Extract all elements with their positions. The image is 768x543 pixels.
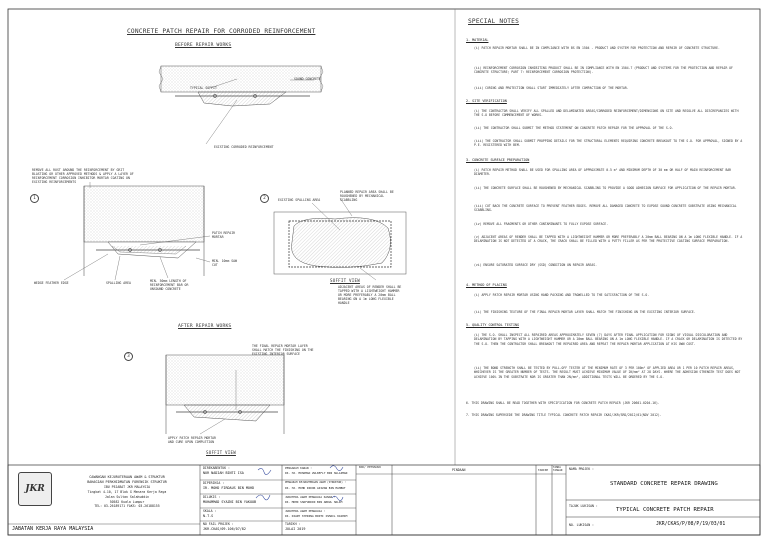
note-5-i: (i) THE S.O. SHALL INSPECT ALL REPAIRED … (474, 333, 743, 346)
note-1-i: (i) PATCH REPAIR MORTAR SHALL BE IN COMP… (474, 46, 720, 50)
org-line: BAHAGIAN PERKHIDMATAN FORENSIK STRUKTUR (87, 479, 167, 484)
jkr-logo-text: JKR (25, 484, 45, 494)
nama-projek-label: NAMA PROJEK : (569, 467, 594, 471)
soffit-view-1-title: SOFFIT VIEW (330, 278, 360, 283)
note-3-iii: (iii) CUT BACK THE CONCRETE SURFACE TO P… (474, 204, 737, 213)
dirk-label: DIREKABENTUK : (203, 466, 230, 470)
dilukis-name: MUHAMMAD SYAZNI BIN YAKOOB (203, 500, 257, 504)
diperiksa-name: IR. MOHD FIRDAUS BIN MOHD (203, 486, 255, 490)
org-line: TEL: 03-26189171 FAKS: 03-26188155 (94, 504, 160, 509)
tarikh-label: TARIKH : (285, 522, 301, 526)
note-5-ii: (ii) THE BOND STRENGTH SHALL BE TESTED B… (474, 366, 741, 379)
callout-2: 2 (260, 194, 269, 203)
label-existing-spalling: EXISTING SPALLING AREA (278, 198, 321, 202)
note-3-vi: (vi) ENSURE SATURATED SURFACE DRY (SSD) … (474, 263, 597, 267)
label-patch-repair-mortar: PATCH REPAIR MORTAR (212, 231, 236, 239)
left-title: CONCRETE PATCH REPAIR FOR CORRODED REINF… (127, 28, 316, 35)
diperiksa-label: DIPERIKSA : (203, 481, 225, 485)
notes-section-5: 5. QUALITY CONTROL TESTING (466, 323, 520, 327)
dilukis-label: DILUKIS : (203, 495, 221, 499)
notes-title: SPECIAL NOTES (468, 18, 520, 25)
note-6: 6. THIS DRAWING SHALL BE READ TOGETHER W… (466, 401, 660, 405)
tarikh2-label: TARIKH (538, 468, 549, 472)
skala-label: SKALA : (203, 509, 217, 513)
note-3-v: (v) ADJACENT AREAS OF RENDER SHALL BE TA… (474, 235, 743, 244)
jurutera-name: IR. DIANY SYERINA BINTI ISMAIL KASHIM (285, 514, 348, 518)
skala-value: N.T.S (203, 514, 214, 518)
note-3-ii: (ii) THE CONCRETE SURFACE SHALL BE ROUGH… (474, 186, 737, 190)
org-name: JABATAN KERJA RAYA MALAYSIA (12, 526, 94, 532)
label-spalling-area: SPALLING AREA (106, 281, 131, 285)
note-2-ii: (ii) THE CONTRACTOR SHALL SUBMIT THE MET… (474, 126, 674, 130)
before-title: BEFORE REPAIR WORKS (175, 43, 232, 48)
note-4-i: (i) APPLY PATCH REPAIR MORTAR USING HAND… (474, 293, 650, 297)
org-line: 50582 Kuala Lumpur (109, 499, 145, 504)
note-2-i: (i) THE CONTRACTOR SHALL VERIFY ALL SPAL… (474, 109, 739, 118)
no-lukisan-label: NO. LUKISAN : (569, 523, 594, 527)
dirk-name: NUR NADIAH BINTI ISA (203, 471, 244, 475)
label-sound-concrete: SOUND CONCRETE (294, 77, 321, 81)
pindaan-label: PINDAAN (452, 468, 466, 472)
callout-1: 1 (30, 194, 39, 203)
label-wedge-feather: WEDGE FEATHER EDGE (34, 281, 69, 285)
note-1-ii: (ii) REINFORCEMENT CORROSION INHIBITING … (474, 66, 733, 75)
after-title: AFTER REPAIR WORKS (178, 324, 232, 329)
label-final-layer: THE FINAL REPAIR MORTAR LAYER SHALL MATC… (252, 344, 314, 356)
kod-label: KOD/ PETUNJUK (359, 465, 381, 469)
jkr-logo: JKR (18, 472, 52, 506)
ketua-name: IR. MOHD SHAFUDDIN BIN ABDUL HALIM (285, 500, 343, 504)
org-line: CAWANGAN KEJURUTERAAN AWAM & STRUKTUR (89, 475, 165, 479)
label-apply-patch: APPLY PATCH REPAIR MORTAR AND CURE UPON … (168, 436, 216, 444)
note-2-iii: (iii) THE CONTRACTOR SHALL SUBMIT PROPPI… (474, 139, 743, 148)
tajuk-value: TYPICAL CONCRETE PATCH REPAIR (616, 507, 714, 513)
note-7: 7. THIS DRAWING SUPERSEDE THE DRAWING TI… (466, 413, 662, 417)
org-line: Tingkat 4-10, 17 Blok G Menara Kerja Ray… (87, 489, 167, 494)
label-remove-rust: REMOVE ALL RUST AROUND THE REINFORCEMENT… (32, 168, 134, 184)
note-1-iii: (iii) CURING AND PROTECTION SHALL START … (474, 86, 629, 90)
callout-3: 3 (124, 352, 133, 361)
nama-projek-value: STANDARD CONCRETE REPAIR DRAWING (610, 481, 718, 487)
note-4-ii: (ii) THE FINISHING TEXTURE OF THE FINAL … (474, 310, 696, 314)
notes-section-1: 1. MATERIAL (466, 38, 489, 42)
pengarah2-name: IR. HJ. MOHD RIDOR AZIZAN BIN MAHBUT (285, 486, 346, 490)
label-existing-corroded: EXISTING CORRODED REINFORCEMENT (214, 145, 274, 149)
org-line: IBU PEJABAT JKR MALAYSIA (103, 484, 151, 489)
tajuk-label: TAJUK LUKISAN : (569, 504, 598, 508)
label-min-50mm: MIN. 50mm LENGTH OF REINFORCEMENT BAR OR… (150, 279, 189, 291)
ketua-label: JURUTERA AWAM PENGUASA KANAN : (285, 495, 336, 499)
notes-section-2: 2. SITE VERIFICATION (466, 99, 507, 103)
label-adjacent-areas: ADJACENT AREAS OF RENDER SHALL BE TAPPED… (338, 285, 402, 305)
jurutera-label: JURUTERA AWAM PENGUASA : (285, 509, 326, 513)
org-line: Jalan Sultan Salahuddin (104, 494, 150, 499)
label-planned-repair: PLANNED REPAIR AREA SHALL BE ROUGHENED B… (340, 190, 394, 202)
no-fail-value: JKR.CKAS/09.106/07/82 (203, 527, 246, 531)
tanda-label: TANDA TANGAN (553, 466, 563, 472)
label-typical-soffit: TYPICAL SOFFIT (190, 86, 217, 90)
soffit-view-2-title: SOFFIT VIEW (206, 450, 236, 455)
note-3-iv: (iv) REMOVE ALL FRAGMENTS OR OTHER CONTA… (474, 222, 609, 226)
label-min-10mm: MIN. 10mm SAW CUT (212, 259, 237, 267)
note-3-i: (i) PATCH REPAIR METHOD SHALL BE USED FO… (474, 168, 732, 177)
pengarah2-label: PENGARAH KEJURUTERAAN AWAM (STRUKTUR) : (285, 481, 346, 484)
no-fail-label: NO FAIL PROJEK : (203, 522, 234, 526)
notes-section-4: 4. METHOD OF PLACING (466, 283, 507, 287)
no-lukisan-value: JKR/CKAS/P/08/P/19/03/01 (656, 522, 726, 527)
pengarah-label: PENGARAH KANAN : (285, 466, 312, 470)
tarikh-value: JULAI 2019 (285, 527, 306, 531)
pengarah-name: IR. HJ. MOHAMAD ZULKEFLY BIN SULAIMAN (285, 471, 348, 475)
notes-section-3: 3. CONCRETE SURFACE PREPARATION (466, 158, 530, 162)
